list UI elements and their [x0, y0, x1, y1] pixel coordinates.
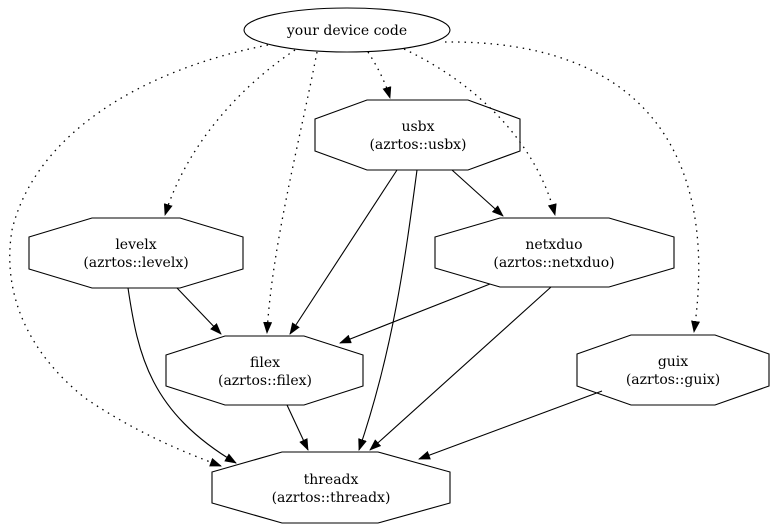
- device-code-label: your device code: [286, 23, 407, 39]
- netxduo-label-line1: netxduo: [525, 237, 582, 253]
- usbx-label-line1: usbx: [401, 119, 434, 135]
- node-guix: guix (azrtos::guix): [576, 334, 770, 406]
- levelx-label-line1: levelx: [115, 237, 156, 253]
- levelx-label-line2: (azrtos::levelx): [83, 255, 188, 271]
- usbx-label-line2: (azrtos::usbx): [369, 137, 466, 153]
- edge-netxduo-to-filex: [339, 283, 491, 344]
- device-code-ellipse: [243, 7, 451, 53]
- edge-device-code-to-filex: [263, 51, 318, 334]
- edge-guix-to-threadx: [418, 390, 603, 460]
- filex-label-line1: filex: [250, 355, 280, 371]
- node-usbx: usbx (azrtos::usbx): [314, 99, 521, 171]
- threadx-label-line2: (azrtos::threadx): [272, 490, 391, 506]
- edge-usbx-to-threadx: [358, 169, 418, 451]
- threadx-octagon: [211, 451, 451, 524]
- edge-device-code-to-guix: [444, 41, 701, 333]
- guix-label-line1: guix: [658, 354, 688, 370]
- levelx-octagon: [28, 217, 244, 289]
- edge-device-code-to-usbx: [367, 51, 392, 99]
- edge-netxduo-to-threadx: [369, 286, 552, 451]
- filex-label-line2: (azrtos::filex): [218, 373, 312, 389]
- node-threadx: threadx (azrtos::threadx): [211, 451, 451, 524]
- usbx-octagon: [314, 99, 521, 171]
- netxduo-label-line2: (azrtos::netxduo): [493, 255, 614, 271]
- node-levelx: levelx (azrtos::levelx): [28, 217, 244, 289]
- edge-device-code-to-threadx: [9, 44, 269, 467]
- edge-levelx-to-filex: [176, 287, 222, 335]
- edge-usbx-to-netxduo: [451, 169, 504, 217]
- netxduo-octagon: [434, 217, 675, 288]
- edge-usbx-to-filex: [289, 169, 398, 335]
- node-device-code: your device code: [243, 7, 451, 53]
- edge-device-code-to-levelx: [163, 49, 296, 216]
- guix-label-line2: (azrtos::guix): [626, 372, 720, 388]
- threadx-label-line1: threadx: [304, 472, 359, 488]
- edge-filex-to-threadx: [286, 404, 309, 451]
- node-filex: filex (azrtos::filex): [165, 335, 364, 406]
- edge-levelx-to-threadx: [127, 287, 237, 464]
- guix-octagon: [576, 334, 770, 406]
- filex-octagon: [165, 335, 364, 406]
- node-netxduo: netxduo (azrtos::netxduo): [434, 217, 675, 288]
